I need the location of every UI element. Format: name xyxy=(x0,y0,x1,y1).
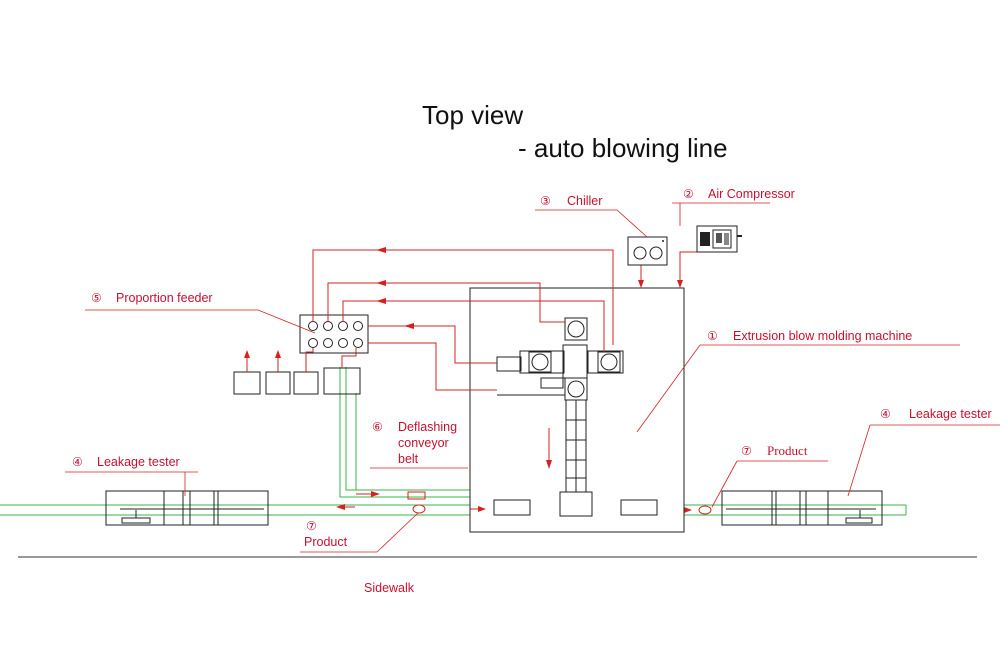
label-chiller: ③ Chiller xyxy=(540,194,602,208)
label-proportion-feeder: ⑤ Proportion feeder xyxy=(91,291,213,305)
label-leakage-tester-left: ④ Leakage tester xyxy=(72,455,180,469)
label-chiller-num: ③ xyxy=(540,194,551,208)
label-leakage-tester-left-num: ④ xyxy=(72,455,83,469)
air-compressor-unit xyxy=(696,225,742,253)
chiller-unit xyxy=(627,236,668,266)
label-product-left-text: Product xyxy=(304,535,348,549)
label-product-right-text: Product xyxy=(767,443,808,458)
label-deflashing-line2: conveyor xyxy=(398,436,449,450)
label-leakage-tester-right: ④ Leakage tester xyxy=(880,407,992,421)
deflashing-conveyor-belt xyxy=(407,491,426,500)
product-marker-right xyxy=(698,505,712,515)
title-line-2: - auto blowing line xyxy=(518,133,728,163)
extrusion-machine-frame xyxy=(469,287,685,533)
leader-lines xyxy=(65,202,1000,553)
label-air-compressor: ② Air Compressor xyxy=(683,187,795,201)
label-leakage-tester-right-text: Leakage tester xyxy=(909,407,992,421)
label-product-right: ⑦ Product xyxy=(741,443,808,458)
label-proportion-feeder-num: ⑤ xyxy=(91,291,102,305)
label-extrusion-machine-num: ① xyxy=(707,329,718,343)
product-marker-left xyxy=(412,504,426,514)
conveyor-lines xyxy=(0,367,907,516)
proportion-feeder xyxy=(299,314,369,354)
flow-arrows xyxy=(336,491,692,513)
label-deflashing-line3: belt xyxy=(398,452,419,466)
label-chiller-text: Chiller xyxy=(567,194,602,208)
material-hoppers xyxy=(233,348,361,395)
label-proportion-feeder-text: Proportion feeder xyxy=(116,291,213,305)
leakage-tester-right-unit xyxy=(721,490,883,526)
label-extrusion-machine: ① Extrusion blow molding machine xyxy=(707,329,912,343)
label-deflashing-num: ⑥ xyxy=(372,420,383,434)
leakage-tester-left-unit xyxy=(105,490,269,526)
label-air-compressor-text: Air Compressor xyxy=(708,187,795,201)
label-leakage-tester-right-num: ④ xyxy=(880,407,891,421)
label-deflashing: ⑥ Deflashing conveyor belt xyxy=(372,420,457,466)
extrusion-machine-internals xyxy=(493,317,658,517)
label-air-compressor-num: ② xyxy=(683,187,694,201)
feed-pipelines xyxy=(312,247,698,391)
sidewalk-label: Sidewalk xyxy=(364,581,415,595)
label-product-right-num: ⑦ xyxy=(741,444,752,458)
label-deflashing-line1: Deflashing xyxy=(398,420,457,434)
title-line-1: Top view xyxy=(422,100,523,130)
label-leakage-tester-left-text: Leakage tester xyxy=(97,455,180,469)
label-product-left: ⑦ Product xyxy=(304,519,348,549)
label-extrusion-machine-text: Extrusion blow molding machine xyxy=(733,329,912,343)
label-product-left-num: ⑦ xyxy=(306,519,317,533)
